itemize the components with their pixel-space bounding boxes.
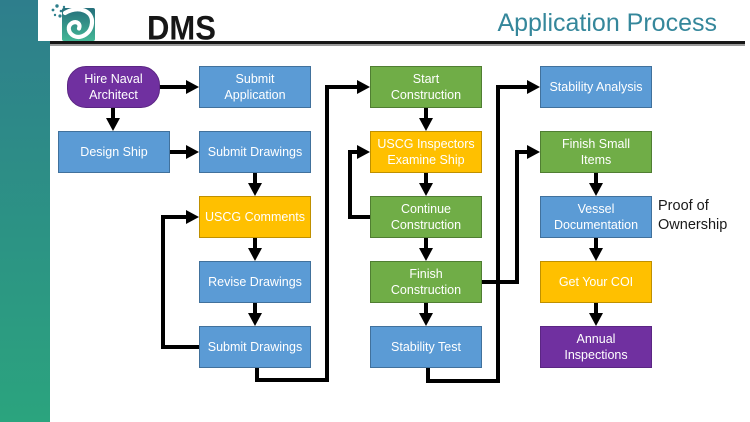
flow-node-design-ship: Design Ship (58, 131, 170, 173)
flow-node-vessel-documentation: Vessel Documentation (540, 196, 652, 238)
flow-node-stability-test: Stability Test (370, 326, 482, 368)
flow-node-submit-drawings-1: Submit Drawings (199, 131, 311, 173)
sidebar-gradient-bar (0, 0, 50, 422)
flow-node-uscg-comments: USCG Comments (199, 196, 311, 238)
flow-node-uscg-inspectors: USCG Inspectors Examine Ship (370, 131, 482, 173)
slide-title: Application Process (497, 9, 717, 37)
flow-node-finish-construction: Finish Construction (370, 261, 482, 303)
annotation-proof-of-ownership: Proof of Ownership (658, 198, 728, 233)
logo-text: DMS (147, 8, 216, 48)
flow-node-stability-analysis: Stability Analysis (540, 66, 652, 108)
dms-logo: DMS (50, 3, 216, 47)
flow-node-start-construction: Start Construction (370, 66, 482, 108)
flow-node-get-your-coi: Get Your COI (540, 261, 652, 303)
flow-node-hire-naval-architect: Hire Naval Architect (67, 66, 160, 108)
flow-node-annual-inspections: Annual Inspections (540, 326, 652, 368)
arrow-continueconstruction-uscginspectors-loop (348, 145, 370, 219)
header-rule (50, 41, 745, 44)
flow-node-submit-application: Submit Application (199, 66, 311, 108)
flow-node-submit-drawings-2: Submit Drawings (199, 326, 311, 368)
arrow-submitdrawings2-uscgcomments-loop (161, 210, 199, 349)
header-rule-shadow (50, 44, 745, 46)
flow-node-continue-construction: Continue Construction (370, 196, 482, 238)
flow-node-finish-small-items: Finish Small Items (540, 131, 652, 173)
logo-swirl-icon (51, 4, 95, 41)
sidebar-header-notch (38, 0, 50, 41)
flow-node-revise-drawings: Revise Drawings (199, 261, 311, 303)
arrow-finishconstruction-finishsmallitems (482, 145, 540, 284)
